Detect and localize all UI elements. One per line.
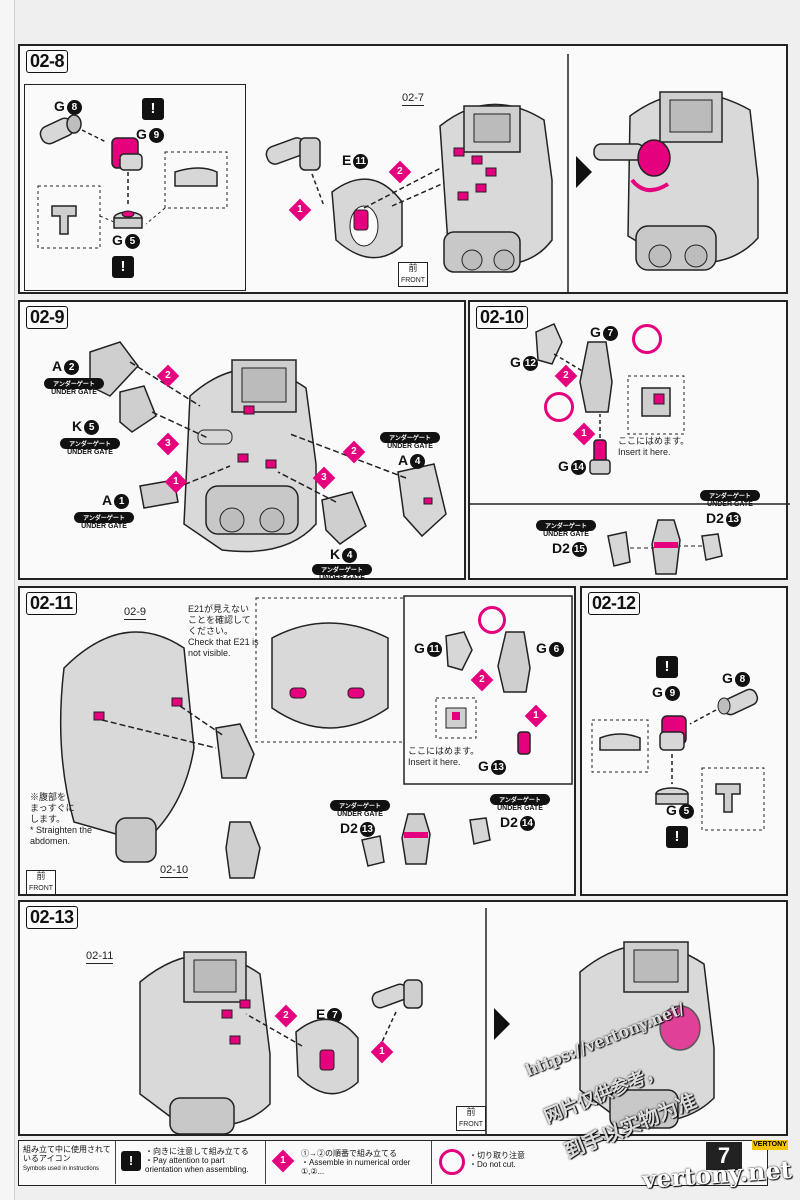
step-number-icon: 1	[271, 1149, 295, 1173]
reference-tag: 02-10	[160, 864, 189, 878]
torso-shape	[439, 103, 553, 273]
step-label: 02-11	[26, 592, 77, 615]
caution-icon: !	[121, 1151, 141, 1171]
no-cut-icon	[478, 606, 506, 634]
insert-note: ここにはめます。Insert it here.	[408, 746, 480, 767]
step-label: 02-13	[26, 906, 78, 929]
part-g8-shape	[39, 114, 82, 145]
caution-icon: !	[666, 826, 688, 848]
step-02-9-drawing	[89, 341, 447, 553]
no-cut-icon	[439, 1149, 465, 1175]
panel-step-02-11: 02-11 02-9 02-10	[18, 586, 576, 896]
legend-cut-text: ・切り取り注意・Do not cut.	[469, 1151, 525, 1169]
caution-icon: !	[142, 98, 164, 120]
straighten-note: ※腹部を まっすぐに します。 * Straighten the abdomen…	[30, 792, 93, 846]
result-torso-shape	[593, 91, 759, 271]
part-g5-shape	[113, 210, 143, 229]
subassembly-box	[24, 84, 246, 291]
caution-icon: !	[656, 656, 678, 678]
step-02-12-drawing	[591, 688, 765, 831]
torso-shape	[183, 359, 317, 553]
check-note: E21が見えない ことを確認して ください。 Check that E21 is…	[188, 604, 259, 658]
step-label: 02-10	[476, 306, 528, 329]
legend-orientation-cell: ! ・向きに注意して組み立てる・Pay attention to part or…	[115, 1141, 266, 1184]
panel-step-02-9: 02-9	[18, 300, 466, 582]
step-02-10-drawing	[470, 323, 790, 575]
step-02-11-drawing	[59, 595, 573, 879]
result-arrow-icon	[576, 156, 592, 188]
reference-tag: 02-9	[124, 606, 147, 620]
legend-order-cell: 1 ①→②の順番で組み立てる・Assemble in numerical ord…	[265, 1141, 432, 1184]
step-label: 02-8	[26, 50, 69, 73]
part-g9-shape	[111, 137, 143, 171]
part-elbow-shape	[265, 137, 321, 171]
binding-edge	[0, 0, 15, 1200]
result-arrow-icon	[494, 1008, 510, 1040]
legend-order-text: ①→②の順番で組み立てる・Assemble in numerical order…	[301, 1149, 411, 1176]
no-cut-icon	[632, 324, 662, 354]
caution-icon: !	[112, 256, 134, 278]
reference-tag: 02-7	[402, 92, 425, 106]
step-label: 02-12	[588, 592, 640, 615]
legend-cut-cell: ・切り取り注意・Do not cut.	[431, 1141, 541, 1184]
subassembly-parts-drawing	[37, 54, 759, 292]
reference-tag: 02-11	[86, 950, 114, 964]
brand-tag: VERTONY	[752, 1140, 788, 1150]
step-02-13-drawing	[139, 908, 715, 1135]
page-number: 7	[706, 1142, 742, 1170]
insert-note: ここにはめます。Insert it here.	[618, 436, 690, 457]
step-label: 02-9	[26, 306, 69, 329]
legend-orientation-text: ・向きに注意して組み立てる・Pay attention to part orie…	[145, 1147, 249, 1174]
no-cut-icon	[544, 392, 574, 422]
part-e11-frame-shape	[331, 178, 403, 259]
